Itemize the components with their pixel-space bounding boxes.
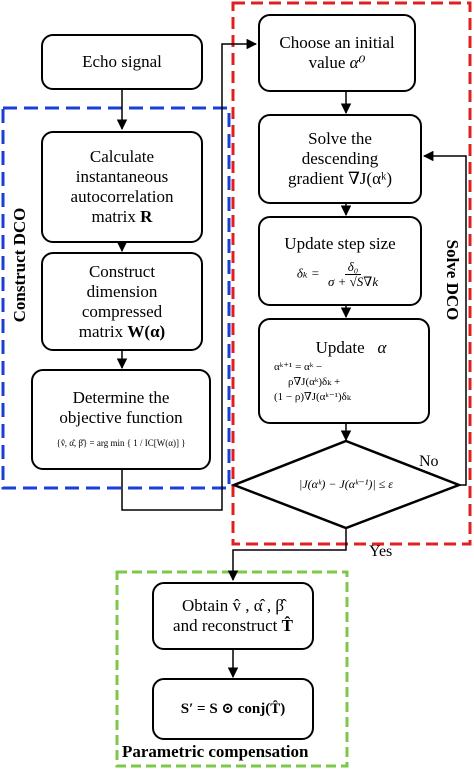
compensation-box: S′ = S ⊙ conj(T̂) xyxy=(152,678,314,740)
arrow-objective-to-init xyxy=(121,38,258,511)
compress-line4: matrix W(α) xyxy=(79,322,165,342)
stepsize-denominator: σ + √S∇k xyxy=(327,273,379,289)
autocorr-line4: matrix R xyxy=(92,207,153,227)
compress-line1: Construct xyxy=(88,261,156,281)
init-line1: Choose an initial xyxy=(279,33,395,52)
compensation-formula: S′ = S ⊙ conj(T̂) xyxy=(180,701,286,717)
gradient-line3-text: gradient xyxy=(287,169,344,188)
gradient-line2: descending xyxy=(301,149,379,168)
gradient-line3: gradient ∇J(αᵏ) xyxy=(288,169,392,189)
parametric-compensation-label: Parametric compensation xyxy=(122,742,309,761)
autocorr-line1: Calculate xyxy=(89,147,155,166)
stepsize-fraction: δ₀ σ + √S∇k xyxy=(325,259,381,289)
update-eq2: ρ∇J(αᵏ)δₖ + xyxy=(288,375,341,388)
obtain-parameters-box: Obtain v̂ , α̂ , β̂ and reconstruct T̂ xyxy=(152,582,314,650)
construct-dco-label: Construct DCO xyxy=(10,207,29,323)
objective-line1: Determine the xyxy=(72,388,170,407)
construct-dco-frame xyxy=(1,106,231,490)
obtain-line1: Obtain v̂ , α̂ , β̂ xyxy=(181,596,285,615)
autocorr-symbol: R xyxy=(140,207,153,226)
objective-line2: objective function xyxy=(59,408,183,427)
obtain-symbol: T̂ xyxy=(281,616,293,635)
stepsize-lhs: δₖ = xyxy=(296,264,320,280)
compress-line2: dimension xyxy=(86,281,158,301)
objective-formula: {v̂, α̂, β̂} = arg min { 1 / IC[W(α)] } xyxy=(56,438,186,448)
update-symbol: α xyxy=(377,337,387,357)
update-line1: Update α xyxy=(316,338,387,358)
update-eq1: αᵏ⁺¹ = αᵏ − xyxy=(274,360,323,373)
autocorr-line2: instantaneous xyxy=(75,167,169,186)
init-line2: value α⁰ xyxy=(309,53,366,73)
update-eq3: (1 − ρ)∇J(αᵏ⁻¹)δₖ xyxy=(274,390,351,403)
autocorr-line4-text: matrix xyxy=(91,207,136,226)
gradient-symbol: ∇J(αᵏ) xyxy=(347,169,393,188)
init-line2-text: value xyxy=(308,53,346,72)
compressed-matrix-box: Construct dimension compressed matrix W(… xyxy=(41,252,203,351)
stepsize-numerator: δ₀ xyxy=(344,259,362,275)
step-size-box: Update step size δₖ = δ₀ σ + √S∇k xyxy=(258,216,422,306)
stepsize-formula: δₖ = δ₀ σ + √S∇k xyxy=(296,259,383,289)
compress-symbol: W(α) xyxy=(127,321,166,341)
gradient-box: Solve the descending gradient ∇J(αᵏ) xyxy=(258,114,422,204)
init-symbol: α⁰ xyxy=(349,53,366,72)
compress-line3: compressed xyxy=(81,301,163,321)
gradient-line1: Solve the xyxy=(308,129,372,148)
autocorrelation-box: Calculate instantaneous autocorrelation … xyxy=(41,131,203,243)
stepsize-line1: Update step size xyxy=(284,233,396,253)
arrow-no-loop xyxy=(422,150,467,486)
obtain-line2-text: and reconstruct xyxy=(173,616,278,635)
compress-line4-text: matrix xyxy=(78,321,124,341)
no-label: No xyxy=(419,453,439,470)
solve-dco-frame xyxy=(231,1,472,546)
update-line1-text: Update xyxy=(315,337,365,357)
yes-label: Yes xyxy=(369,543,393,560)
solve-dco-label: Solve DCO xyxy=(443,239,462,321)
echo-signal-text: Echo signal xyxy=(82,52,162,71)
objective-function-box: Determine the objective function {v̂, α̂… xyxy=(31,369,211,470)
decision-condition: |J(αᵏ) − J(αᵏ⁻¹)| ≤ ε xyxy=(299,477,393,491)
arrow-yes-to-obtain xyxy=(227,528,347,582)
initial-value-box: Choose an initial value α⁰ xyxy=(258,14,416,92)
update-alpha-box: Update α αᵏ⁺¹ = αᵏ − ρ∇J(αᵏ)δₖ + (1 − ρ)… xyxy=(258,318,430,424)
obtain-line2: and reconstruct T̂ xyxy=(173,616,293,636)
autocorr-line3: autocorrelation xyxy=(70,187,174,206)
echo-signal-box: Echo signal xyxy=(41,34,203,90)
